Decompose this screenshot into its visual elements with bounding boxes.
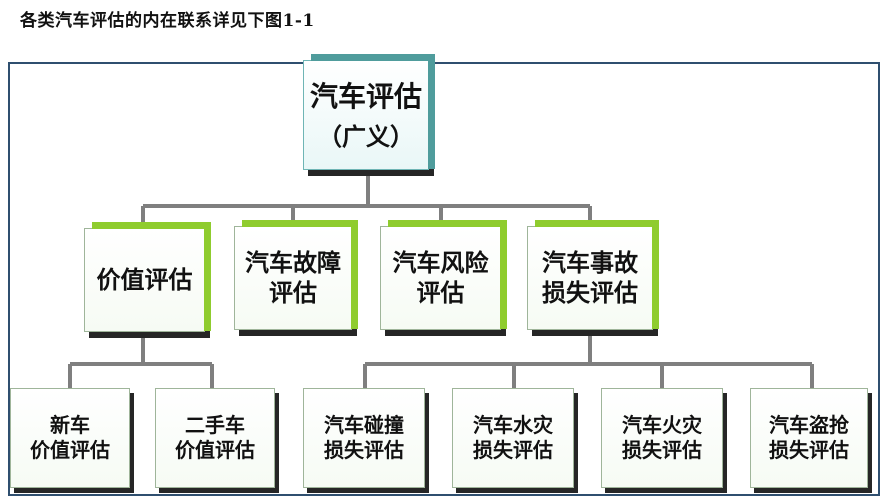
node-theft-loss: 汽车盗抢 损失评估 [750,388,868,488]
node-root-line1: 汽车评估 [309,79,422,113]
node-new-car-value: 新车 价值评估 [10,388,130,488]
node-risk-evaluation-line2: 评估 [416,279,465,307]
node-new-car-value-line1: 新车 [50,413,90,437]
node-flood-loss: 汽车水灾 损失评估 [452,388,574,488]
node-used-car-value: 二手车 价值评估 [155,388,275,488]
node-risk-evaluation: 汽车风险 评估 [380,220,507,330]
node-flood-loss-line1: 汽车水灾 [473,413,553,437]
node-used-car-value-line1: 二手车 [185,413,245,437]
node-accident-loss-evaluation-line2: 损失评估 [542,279,638,307]
node-root-line2: （广义） [318,122,414,151]
node-collision-loss-line1: 汽车碰撞 [324,413,404,437]
node-value-evaluation: 价值评估 [84,222,211,332]
node-fire-loss-line2: 损失评估 [622,438,702,462]
node-theft-loss-line2: 损失评估 [769,438,849,462]
node-risk-evaluation-line1: 汽车风险 [392,249,489,277]
node-fire-loss-line1: 汽车火灾 [622,413,702,437]
node-used-car-value-line2: 价值评估 [175,438,255,462]
node-flood-loss-line2: 损失评估 [473,438,553,462]
node-value-evaluation-line1: 价值评估 [96,266,193,294]
node-fault-evaluation-line1: 汽车故障 [245,249,341,277]
node-new-car-value-line2: 价值评估 [30,438,110,462]
node-fault-evaluation-line2: 评估 [269,279,317,307]
node-collision-loss-line2: 损失评估 [324,438,404,462]
node-theft-loss-line1: 汽车盗抢 [769,413,849,437]
node-root-vehicle-evaluation: 汽车评估 （广义） [303,54,435,170]
node-accident-loss-evaluation: 汽车事故 损失评估 [527,220,659,330]
node-collision-loss: 汽车碰撞 损失评估 [303,388,425,488]
node-fault-evaluation: 汽车故障 评估 [234,220,358,330]
node-accident-loss-evaluation-line1: 汽车事故 [542,249,638,277]
node-fire-loss: 汽车火灾 损失评估 [601,388,723,488]
diagram-caption: 各类汽车评估的内在联系详见下图1-1 [20,11,315,31]
